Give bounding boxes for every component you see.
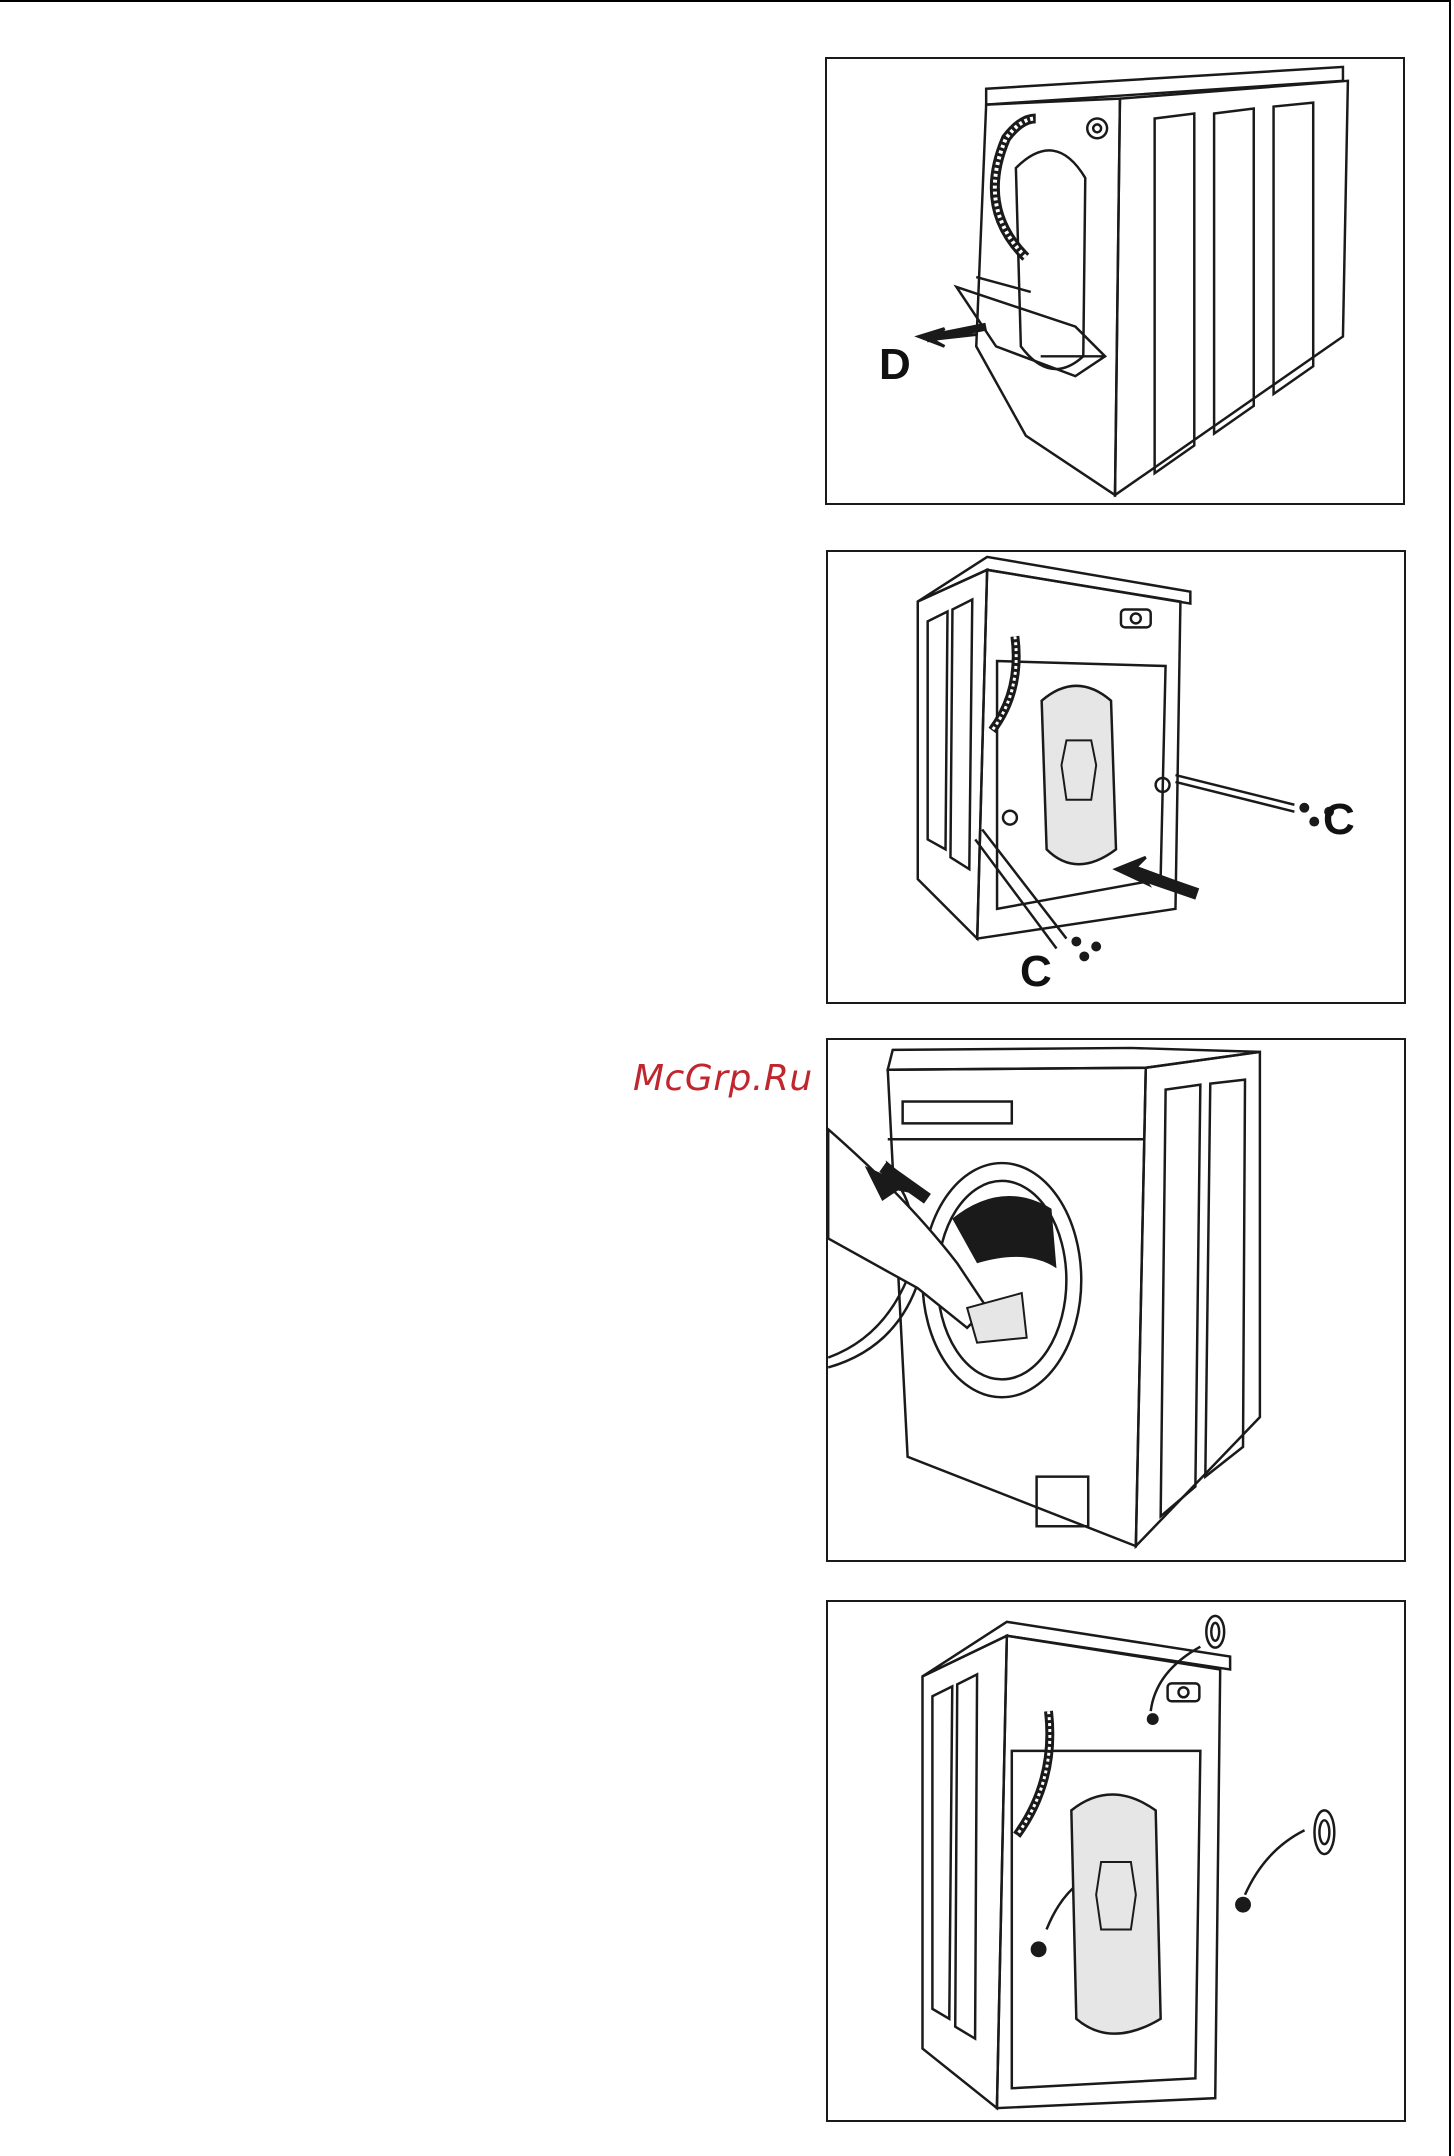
- washer-rear-caps-illustration: [828, 1602, 1404, 2120]
- callout-c-bottom: C: [1020, 950, 1052, 994]
- washer-rear-bracket-illustration: [827, 59, 1403, 503]
- figure-remove-bracket: D: [825, 57, 1405, 505]
- watermark: McGrp.Ru: [633, 1058, 813, 1099]
- washer-front-door-illustration: [828, 1040, 1404, 1560]
- figure-fit-caps: [826, 1600, 1406, 2122]
- figure-remove-polystyrene: [826, 1038, 1406, 1562]
- figure-remove-bolts: C C: [826, 550, 1406, 1004]
- callout-d: D: [879, 343, 911, 387]
- washer-rear-bolts-illustration: [828, 552, 1404, 1002]
- callout-c-right: C: [1323, 798, 1355, 842]
